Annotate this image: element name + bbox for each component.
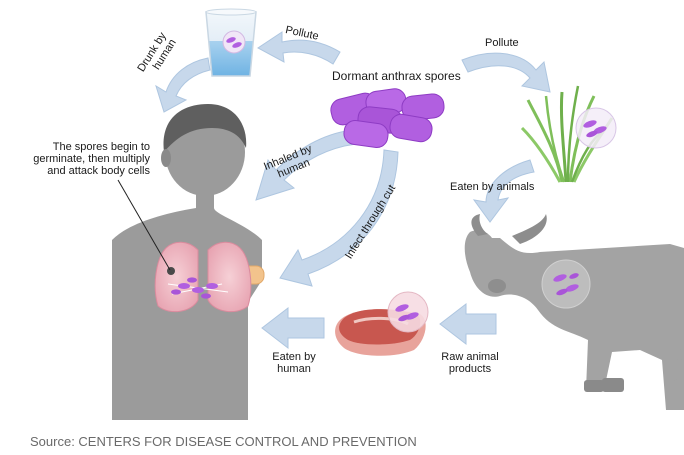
svg-text:and attack body cells: and attack body cells	[47, 165, 150, 177]
source-credit: Source: CENTERS FOR DISEASE CONTROL AND …	[30, 434, 417, 449]
raw-meat	[335, 292, 428, 356]
svg-text:The spores begin to: The spores begin to	[53, 141, 150, 153]
label-spores-germinate: The spores begin to germinate, then mult…	[33, 141, 150, 177]
label-dormant-spores: Dormant anthrax spores	[332, 69, 461, 83]
svg-text:products: products	[449, 363, 492, 375]
label-drunk-by-human: Drunk by human	[135, 30, 179, 80]
label-eaten-by-animals: Eaten by animals	[450, 181, 535, 193]
svg-text:germinate, then multiply: germinate, then multiply	[33, 153, 150, 165]
arrow-pollute-grass	[462, 53, 550, 92]
label-pollute-grass: Pollute	[485, 37, 519, 49]
label-raw-animal-products: Raw animal products	[441, 351, 498, 375]
svg-text:human: human	[277, 363, 311, 375]
grass-plant	[522, 86, 616, 182]
arrow-eaten-by-human	[262, 308, 324, 348]
label-eaten-by-human: Eaten by human	[272, 351, 316, 375]
svg-text:Raw animal: Raw animal	[441, 351, 498, 363]
svg-text:Eaten by: Eaten by	[272, 351, 316, 363]
water-glass	[206, 9, 256, 76]
cow	[465, 214, 684, 410]
dormant-anthrax-spores	[329, 87, 446, 149]
arrow-raw-animal-products	[440, 304, 496, 344]
label-infect-through-cut: Infect through cut	[343, 183, 398, 261]
